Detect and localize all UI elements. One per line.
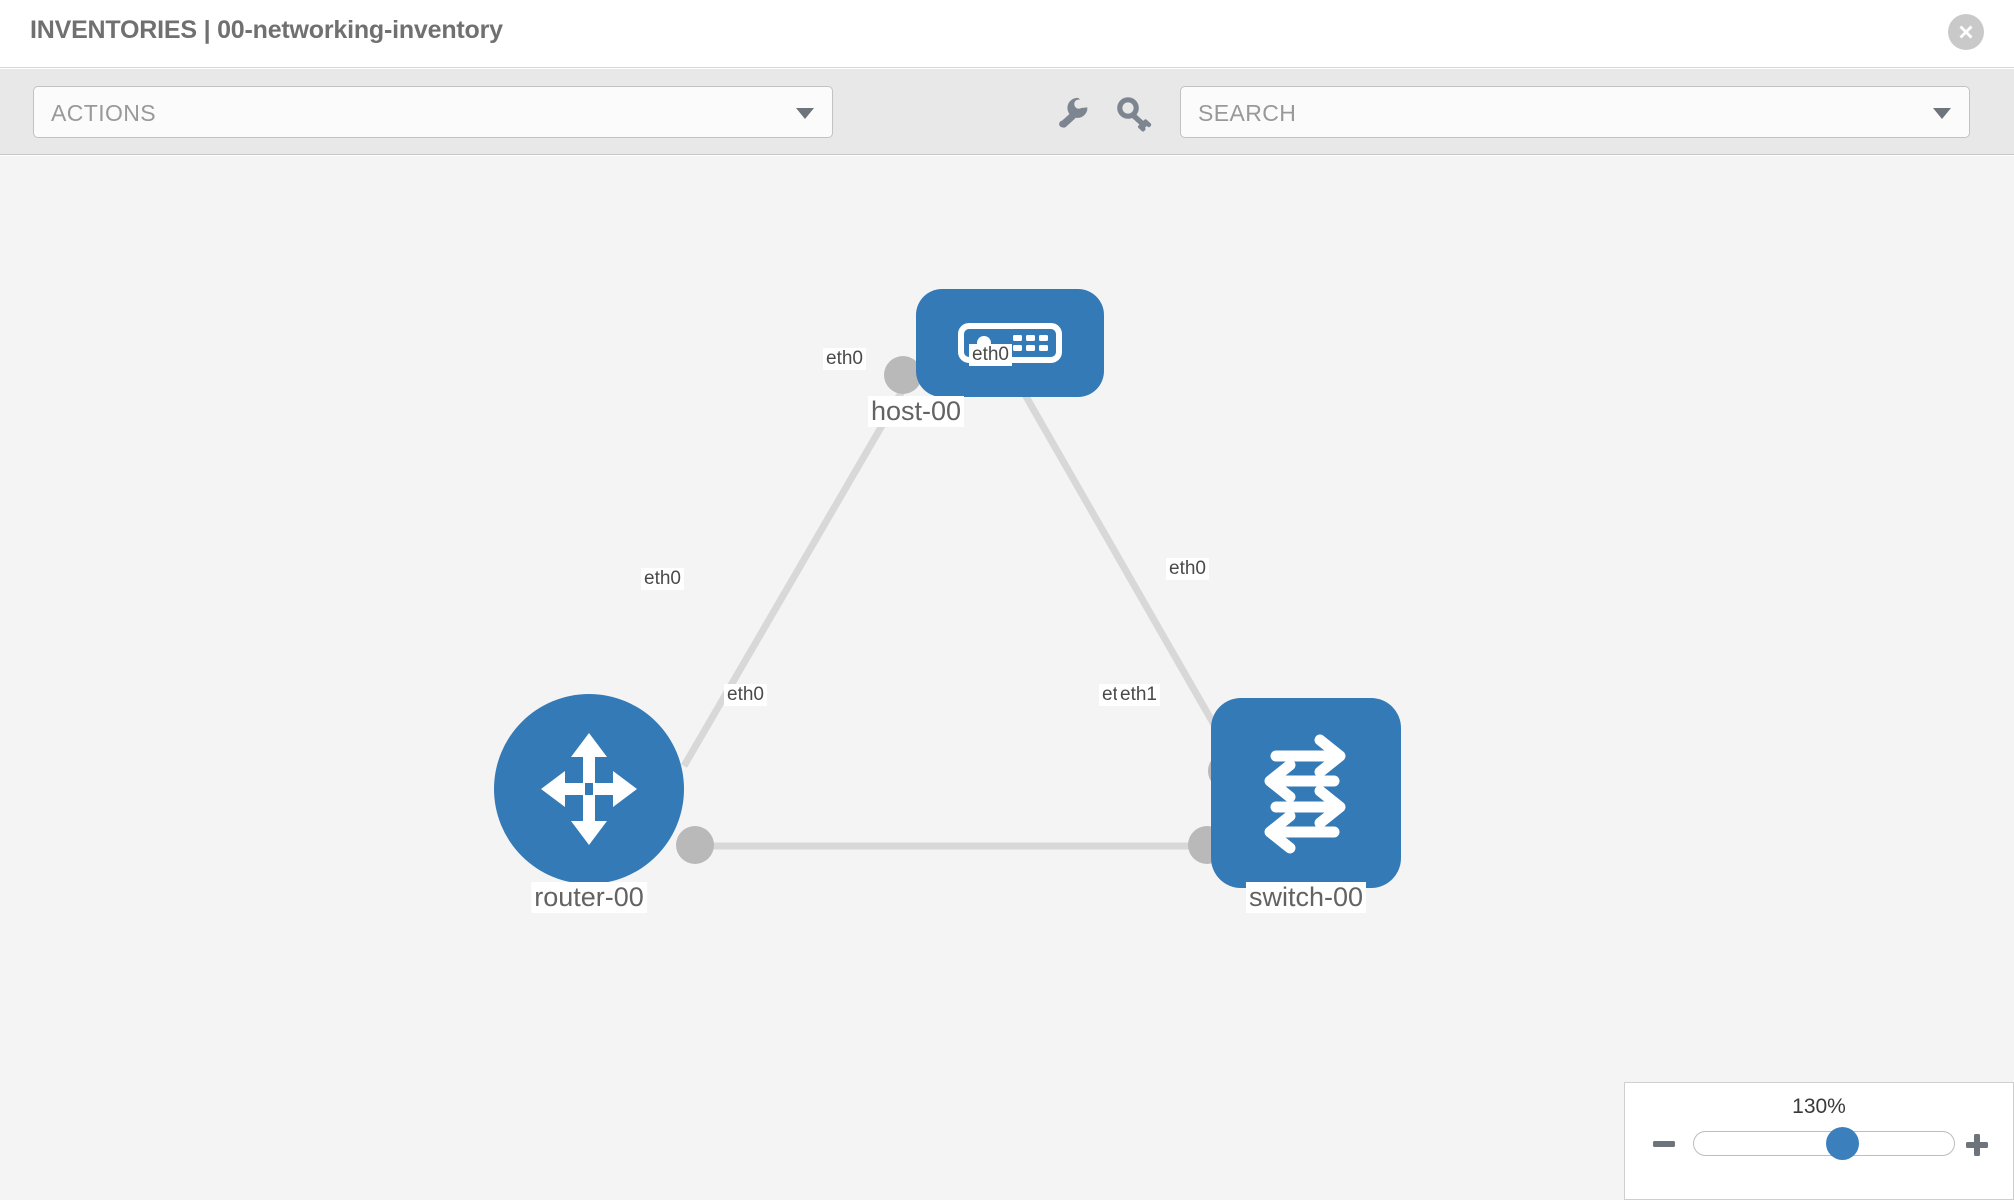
edge-label-host-left: eth0 (823, 348, 866, 370)
edge-host-switch (1016, 384, 1236, 758)
wrench-icon[interactable] (1051, 91, 1095, 135)
zoom-level-value: 130% (1792, 1095, 1846, 1118)
zoom-slider[interactable] (1693, 1127, 1955, 1160)
node-label-router: router-00 (531, 882, 647, 913)
search-placeholder: SEARCH (1198, 100, 1297, 126)
actions-dropdown[interactable]: ACTIONS (33, 86, 833, 138)
key-icon[interactable] (1113, 91, 1157, 135)
topology-nodes: host-00 router-00 (0, 156, 2014, 1200)
switch-arrows-icon (1264, 734, 1346, 854)
zoom-slider-thumb[interactable] (1826, 1127, 1859, 1160)
edge-label-router-up: eth0 (641, 568, 684, 590)
actions-dropdown-label: ACTIONS (51, 100, 157, 126)
topology-canvas[interactable]: host-00 router-00 (0, 156, 2014, 1200)
toolbar: ACTIONS SEARCH (0, 69, 2014, 155)
node-label-switch: switch-00 (1245, 882, 1367, 913)
host-node-shape[interactable] (916, 289, 1104, 397)
edge-host-router (680, 384, 909, 768)
search-input[interactable]: SEARCH (1180, 86, 1970, 138)
router-node-shape[interactable] (494, 694, 684, 884)
edge-label-host-right: eth0 (969, 344, 1012, 366)
chevron-down-icon (796, 108, 814, 119)
node-label-host: host-00 (867, 396, 965, 427)
switch-node-shape[interactable] (1211, 698, 1401, 888)
close-icon[interactable] (1948, 14, 1984, 50)
router-arrows-icon (541, 733, 637, 845)
port-host-eth0-left[interactable] (884, 356, 922, 394)
page-title: INVENTORIES | 00-networking-inventory (30, 16, 503, 44)
port-router-eth0-right[interactable] (676, 826, 714, 864)
plus-icon[interactable] (1963, 1131, 1991, 1164)
edge-label-switch-up: eth0 (1166, 558, 1209, 580)
edge-label-router-right: eth0 (724, 684, 767, 706)
topology-edges (680, 384, 1236, 850)
zoom-control-panel: 130% (1624, 1082, 2014, 1200)
topology-edge-labels: eth0 eth0 eth0 eth0 eth0 eth0 eth1 (0, 156, 2014, 1200)
page-header: INVENTORIES | 00-networking-inventory (0, 0, 2014, 68)
chevron-down-icon (1933, 108, 1951, 119)
minus-icon[interactable] (1651, 1131, 1677, 1162)
edge-label-switch-left-eth1: eth1 (1117, 684, 1160, 706)
